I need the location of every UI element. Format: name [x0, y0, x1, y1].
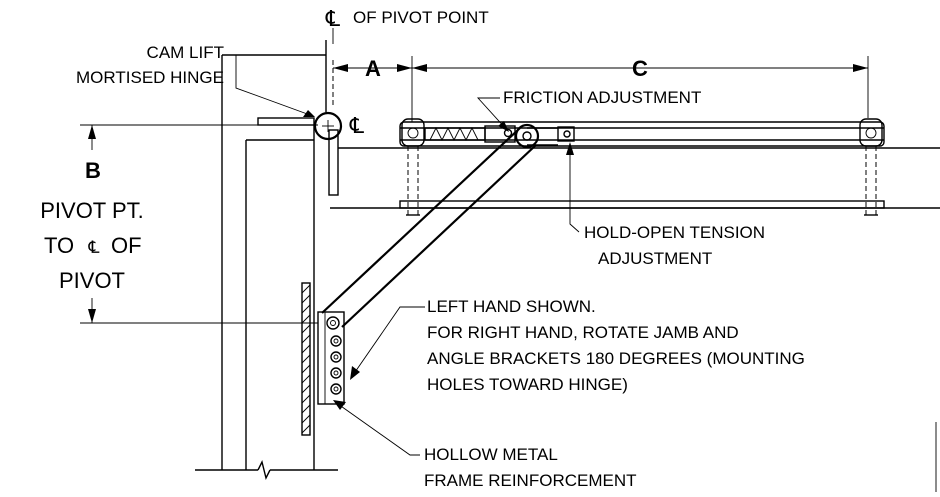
dimension-b-label: B — [85, 158, 101, 183]
end-bracket-left — [401, 118, 425, 216]
left-hand-label-1: LEFT HAND SHOWN. — [427, 297, 596, 316]
hold-open-adjustment-label: ADJUSTMENT — [598, 249, 712, 268]
door-outline — [330, 147, 940, 209]
left-hand-label-4: HOLES TOWARD HINGE) — [427, 375, 628, 394]
hold-open-tension-label: HOLD-OPEN TENSION — [584, 223, 765, 242]
mortised-hinge-label: MORTISED HINGE — [76, 68, 224, 87]
end-bracket-right — [859, 118, 883, 216]
door-frame-jamb — [195, 40, 338, 481]
left-hand-label-2: FOR RIGHT HAND, ROTATE JAMB AND — [427, 323, 739, 342]
jamb-bracket — [317, 311, 345, 405]
holder-channel — [399, 121, 885, 147]
cam-lift-label: CAM LIFT — [147, 43, 224, 62]
dimension-c-label: C — [632, 56, 648, 81]
dimension-c — [412, 56, 869, 118]
to-centerline-symbol: ℄ — [88, 238, 100, 257]
frame-reinforcement-label: FRAME REINFORCEMENT — [424, 471, 637, 490]
to-label: TO — [44, 233, 74, 258]
pivot-pt-label: PIVOT PT. — [40, 198, 144, 223]
pivot-label: PIVOT — [59, 268, 125, 293]
hinge-leaf — [257, 117, 339, 196]
dimension-b — [80, 124, 318, 324]
friction-adjustment-label: FRICTION ADJUSTMENT — [503, 88, 701, 107]
pivot-point-label: OF PIVOT POINT — [353, 8, 489, 27]
frame-reinforcement — [301, 282, 311, 436]
hinge-centerline-symbol: ℄ — [349, 113, 365, 138]
left-hand-label-3: ANGLE BRACKETS 180 DEGREES (MOUNTING — [427, 349, 805, 368]
leader-lines — [235, 55, 580, 456]
pivot-centerline-symbol: ℄ — [325, 6, 341, 31]
dimension-a-label: A — [365, 56, 381, 81]
cam-lift-hinge — [313, 111, 343, 141]
dimension-a — [333, 56, 413, 122]
bottom-angle-bracket — [399, 200, 885, 209]
of-label: OF — [111, 233, 142, 258]
holder-arm — [321, 123, 558, 328]
hollow-metal-label: HOLLOW METAL — [424, 445, 558, 464]
